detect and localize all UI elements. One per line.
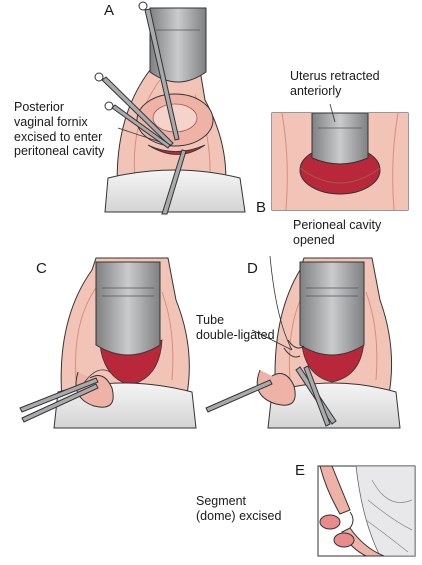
panel-e-stump-upper: [319, 514, 341, 530]
panel-d-retractor: [299, 261, 365, 356]
panel-e-drawing: [317, 465, 416, 557]
panel-d-caption: Tube double-ligated: [196, 313, 275, 342]
panel-d-clamp: [205, 379, 273, 413]
panel-d-letter: D: [247, 260, 258, 277]
panel-d-drawing: [205, 255, 401, 429]
panel-c-drawing: [19, 257, 197, 429]
panel-e-tube-upper: [319, 466, 351, 515]
panel-b-retractor: [311, 113, 369, 165]
panel-e-stump-lower: [333, 532, 355, 548]
panel-a-drawing: [94, 1, 246, 215]
panel-c-clamp: [19, 377, 99, 423]
panel-a-incision: [147, 144, 206, 155]
panel-b-caption-top: Uterus retracted anteriorly: [290, 69, 380, 98]
panel-a-speculum: [104, 169, 246, 213]
panel-d-tube: [256, 369, 296, 406]
panel-a-forceps: [94, 72, 174, 149]
panel-a-retractor: [149, 7, 207, 83]
panel-d-scissors: [295, 365, 337, 427]
panel-b-drawing: [271, 103, 409, 211]
panel-e-letter: E: [295, 462, 306, 479]
panel-c-letter: C: [36, 260, 47, 277]
panel-a-scissors-upper: [138, 1, 180, 141]
panel-e-caption: Segment (dome) excised: [196, 494, 282, 523]
panel-a-caption: Posterior vaginal fornix excised to ente…: [14, 100, 105, 159]
panel-c-retractor: [95, 261, 161, 356]
panel-b-letter: B: [256, 199, 267, 216]
panel-a-scissors-lower: [161, 149, 187, 215]
panel-b-caption-bottom: Perioneal cavity opened: [293, 218, 382, 247]
panel-a-letter: A: [104, 2, 115, 19]
